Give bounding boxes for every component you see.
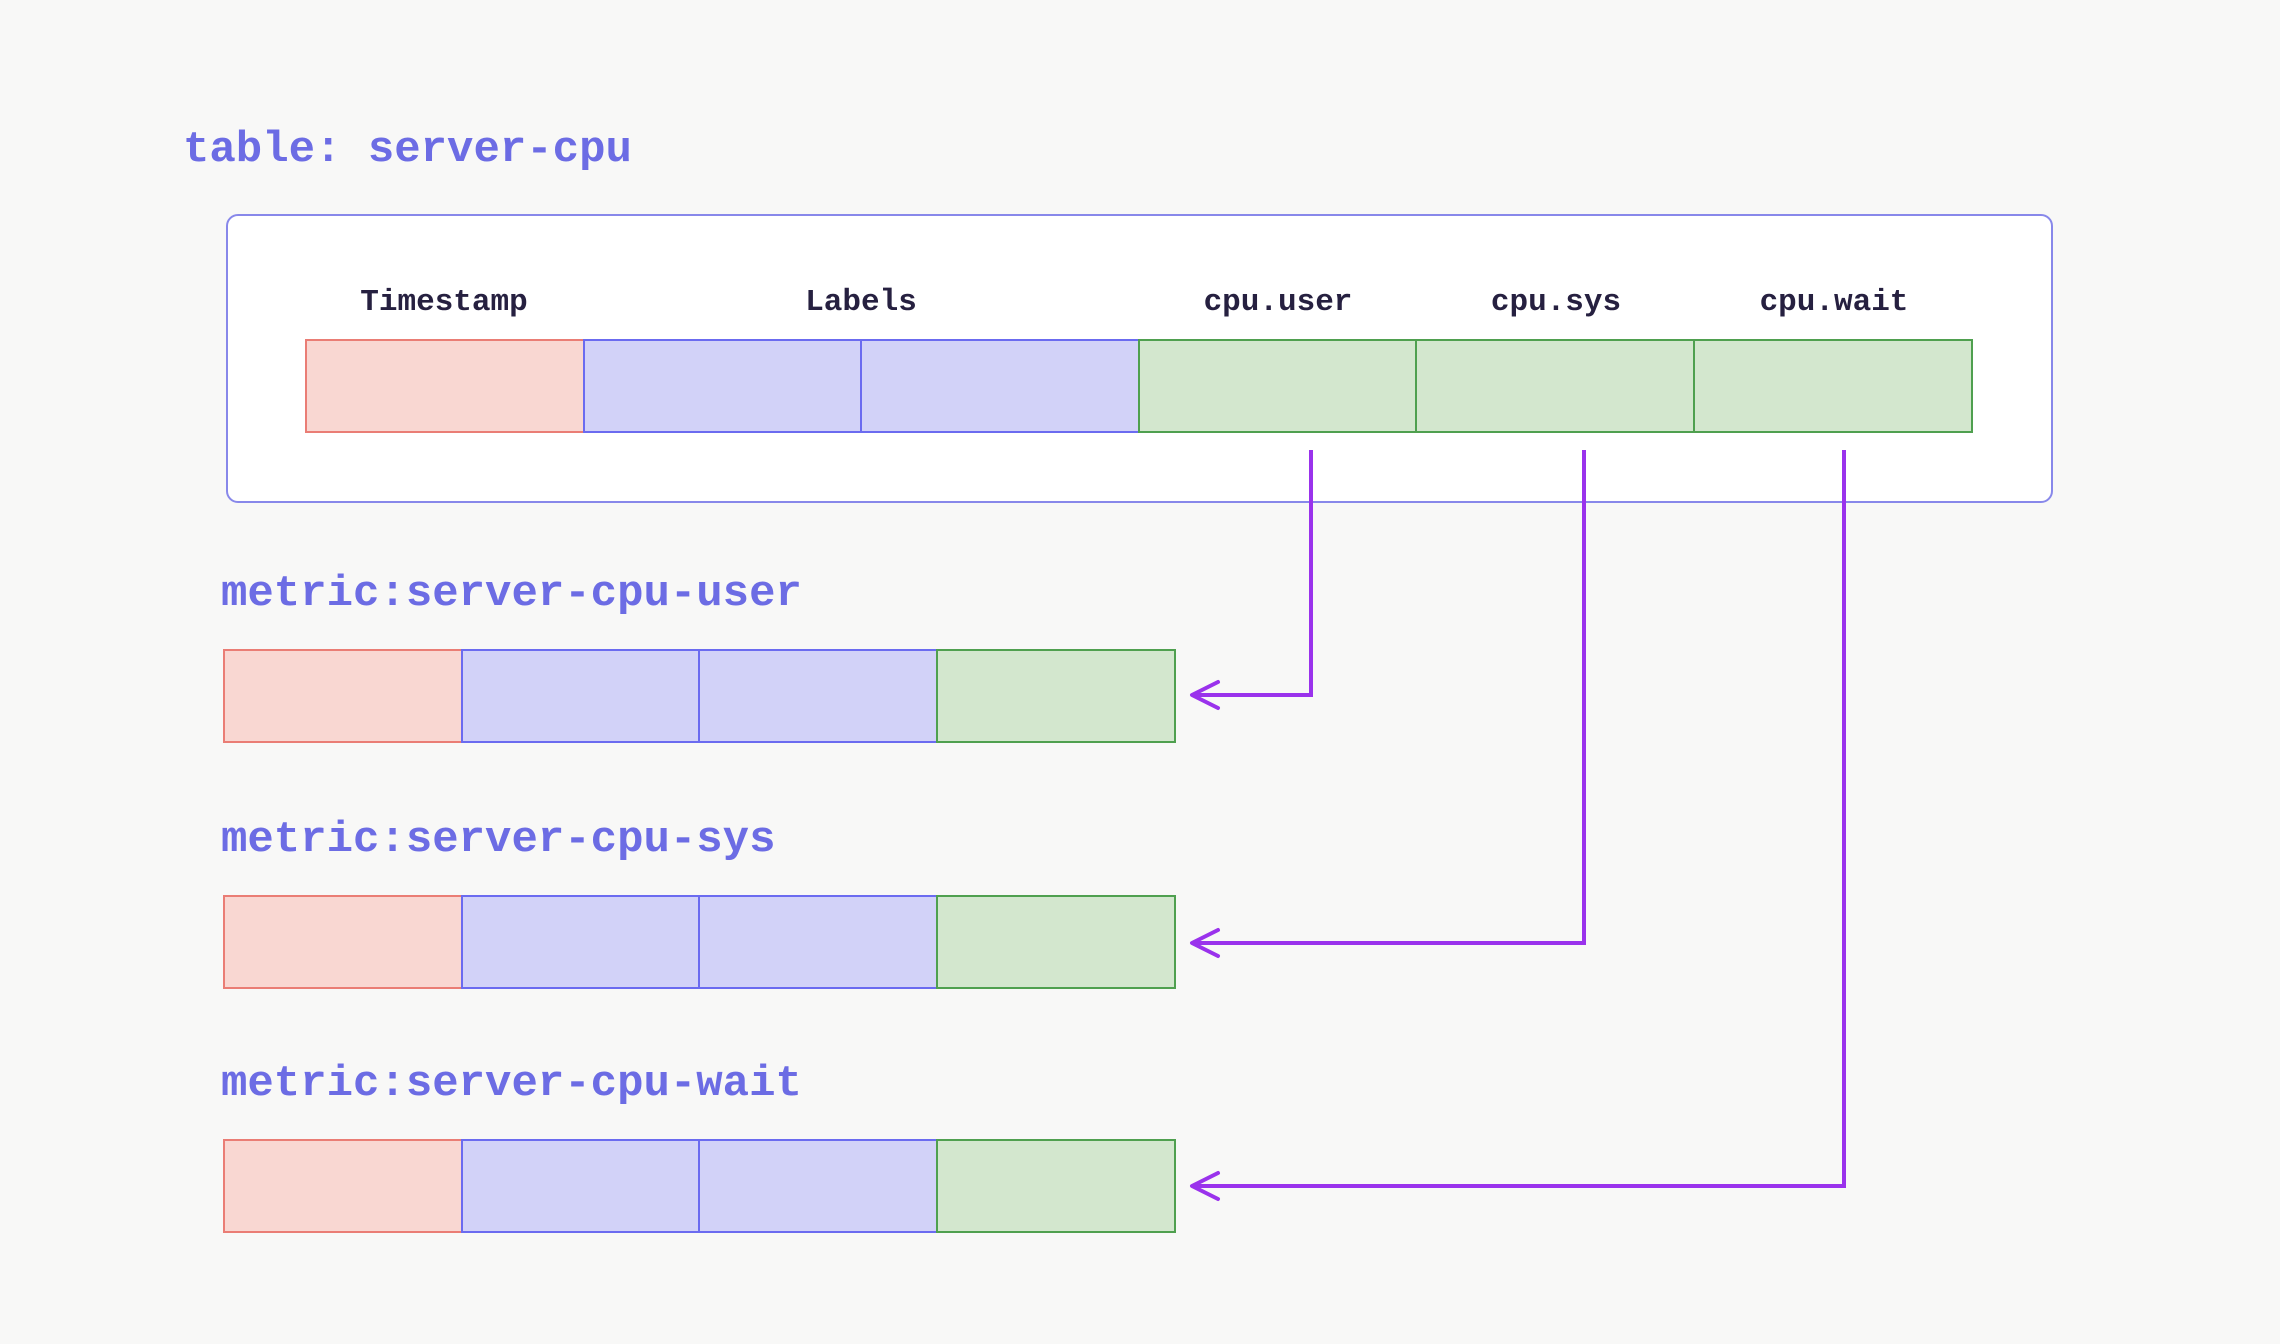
flow-arrow-cpu-wait: [1190, 450, 1846, 1201]
column-header-timestamp: Timestamp: [360, 285, 528, 320]
cell-labels: [460, 1139, 701, 1233]
flow-arrow-cpu-wait-line: [1195, 450, 1846, 1188]
metric-title-wait: metric:server-cpu-wait: [221, 1059, 802, 1109]
cell-timestamp: [223, 1139, 463, 1233]
metric-row-wait: [223, 1139, 1176, 1233]
metric-title-user: metric:server-cpu-user: [221, 569, 802, 619]
column-header-cpu-sys: cpu.sys: [1490, 285, 1622, 320]
table-title: table: server-cpu: [183, 125, 632, 175]
cell-field: [935, 649, 1176, 743]
left-arrowhead-icon: [1190, 1171, 1220, 1201]
column-header-labels: Labels: [805, 285, 917, 320]
flow-arrow-cpu-sys: [1190, 450, 1586, 958]
cell-field: [935, 1139, 1176, 1233]
cell-field: [1692, 339, 1973, 433]
cell-timestamp: [223, 649, 463, 743]
cell-labels: [860, 339, 1140, 433]
column-header-cpu-user: cpu.user: [1203, 285, 1353, 320]
flow-arrow-cpu-sys-line: [1195, 450, 1586, 945]
cell-labels: [698, 1139, 938, 1233]
table-column-headers: Timestamp Labels cpu.user cpu.sys cpu.wa…: [305, 287, 1973, 318]
metric-row-sys: [223, 895, 1176, 989]
cell-labels: [460, 895, 701, 989]
cell-timestamp: [305, 339, 585, 433]
left-arrowhead-icon: [1190, 928, 1220, 958]
left-arrowhead-icon: [1190, 680, 1220, 710]
cell-field: [1415, 339, 1695, 433]
table-row: [305, 339, 1973, 433]
cell-labels: [460, 649, 701, 743]
cell-field: [1137, 339, 1418, 433]
cell-labels: [698, 649, 938, 743]
metric-row-user: [223, 649, 1176, 743]
cell-labels: [698, 895, 938, 989]
column-header-cpu-wait: cpu.wait: [1759, 285, 1909, 320]
metric-title-sys: metric:server-cpu-sys: [221, 815, 776, 865]
cell-field: [935, 895, 1176, 989]
cell-labels: [582, 339, 863, 433]
cell-timestamp: [223, 895, 463, 989]
